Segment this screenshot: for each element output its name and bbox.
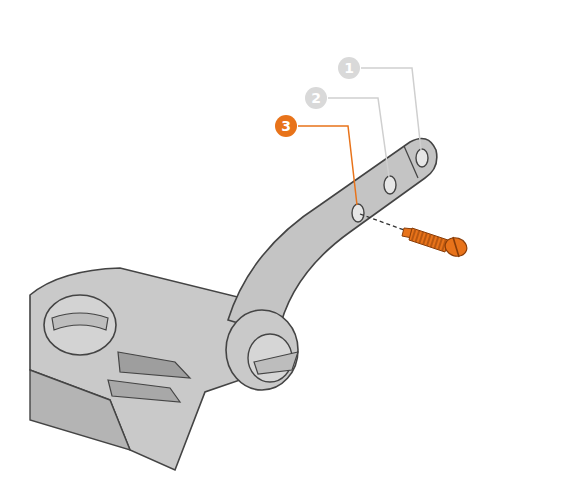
leader-line	[298, 126, 357, 205]
callout-number: 2	[305, 87, 327, 109]
leader-line	[328, 98, 389, 177]
hole	[416, 149, 428, 167]
housing	[30, 268, 250, 470]
adjuster-knob	[44, 295, 116, 355]
hole	[384, 176, 396, 194]
callout-circle	[305, 87, 327, 109]
callout-circle	[338, 57, 360, 79]
pivot-hub	[226, 310, 298, 390]
callout-number: 1	[338, 57, 360, 79]
insertion-line	[360, 214, 404, 230]
leader-line	[361, 68, 421, 150]
callout-circle	[275, 115, 297, 137]
lever-arm	[228, 138, 437, 335]
callout-number: 3	[275, 115, 297, 137]
screw	[402, 228, 469, 259]
hole	[352, 204, 364, 222]
